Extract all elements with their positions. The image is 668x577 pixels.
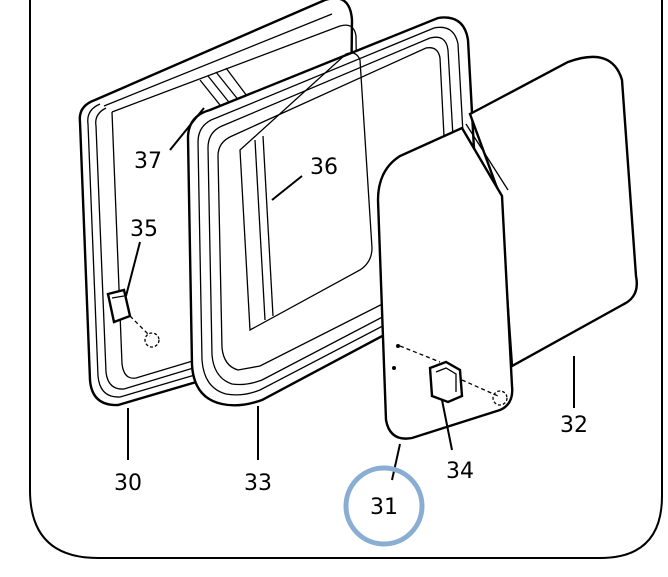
leader-37	[169, 107, 205, 151]
callout-34: 34	[446, 459, 474, 484]
part-34-latch	[428, 360, 508, 406]
callout-32: 32	[560, 413, 588, 438]
leader-36	[271, 175, 303, 201]
callout-35: 35	[130, 217, 158, 242]
callout-33: 33	[244, 471, 272, 496]
callout-36: 36	[310, 155, 338, 180]
leader-31	[391, 443, 401, 481]
diagram-frame	[29, 0, 663, 559]
part-35-side-catch	[106, 288, 160, 348]
leader-34	[441, 399, 453, 451]
callout-30: 30	[114, 471, 142, 496]
callout-37: 37	[134, 149, 162, 174]
callout-31: 31	[370, 495, 398, 520]
callout-31-highlight-ring	[343, 465, 425, 547]
leader-35	[125, 241, 141, 297]
part-31-sliding-pane	[376, 123, 514, 440]
leader-lines	[125, 107, 575, 481]
